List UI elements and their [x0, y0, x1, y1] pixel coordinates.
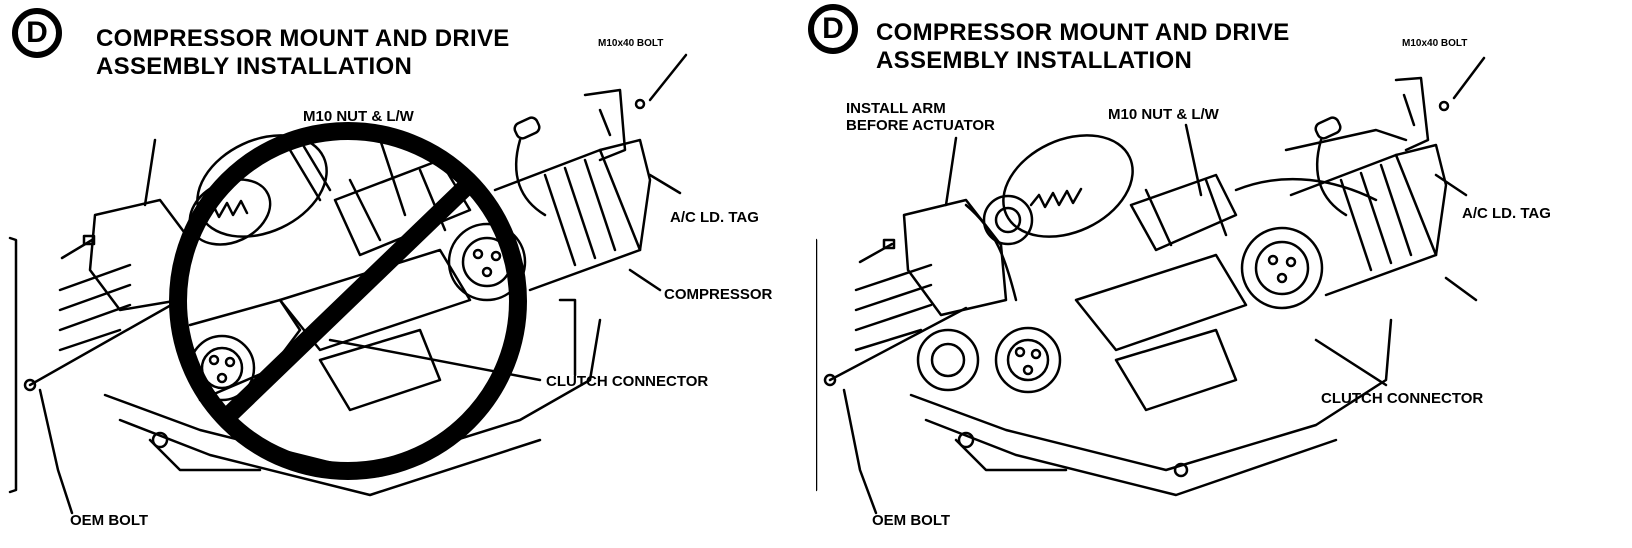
section-badge: D — [808, 4, 858, 54]
nut-callout: M10 NUT & L/W — [303, 108, 414, 125]
oem-bolt-callout: OEM BOLT — [70, 512, 149, 529]
diagram-title-line1: COMPRESSOR MOUNT AND DRIVE — [876, 19, 1290, 46]
prohibition-sign — [178, 131, 518, 471]
bolt-callout: M10x40 BOLT — [598, 38, 664, 49]
install-arm-callout-line1: INSTALL ARM — [846, 100, 946, 117]
diagram-title-line2: ASSEMBLY INSTALLATION — [876, 47, 1193, 74]
section-badge: D — [12, 8, 62, 58]
clutch-connector-callout: CLUTCH CONNECTOR — [546, 373, 709, 390]
oem-bolt-callout: OEM BOLT — [872, 512, 951, 529]
diagram-title-line2: ASSEMBLY INSTALLATION — [96, 53, 413, 80]
bolt-callout: M10x40 BOLT — [1402, 38, 1468, 49]
right-diagram-panel: D COMPRESSOR MOUNT AND DRIVE ASSEMBLY IN… — [808, 0, 1632, 548]
engine-line-art — [0, 0, 816, 548]
engine-line-art — [816, 0, 1632, 548]
install-arm-callout-line2: BEFORE ACTUATOR — [846, 117, 995, 134]
clutch-connector-callout: CLUTCH CONNECTOR — [1321, 390, 1484, 407]
ac-tag-callout: A/C LD. TAG — [1462, 205, 1551, 222]
diagram-title-line1: COMPRESSOR MOUNT AND DRIVE — [96, 25, 510, 52]
compressor-callout: COMPRESSOR — [664, 286, 773, 303]
left-diagram-panel: D COMPRESSOR MOUNT AND DRIVE ASSEMBLY IN… — [0, 0, 816, 548]
ac-tag-callout: A/C LD. TAG — [670, 209, 759, 226]
nut-callout: M10 NUT & L/W — [1108, 106, 1219, 123]
